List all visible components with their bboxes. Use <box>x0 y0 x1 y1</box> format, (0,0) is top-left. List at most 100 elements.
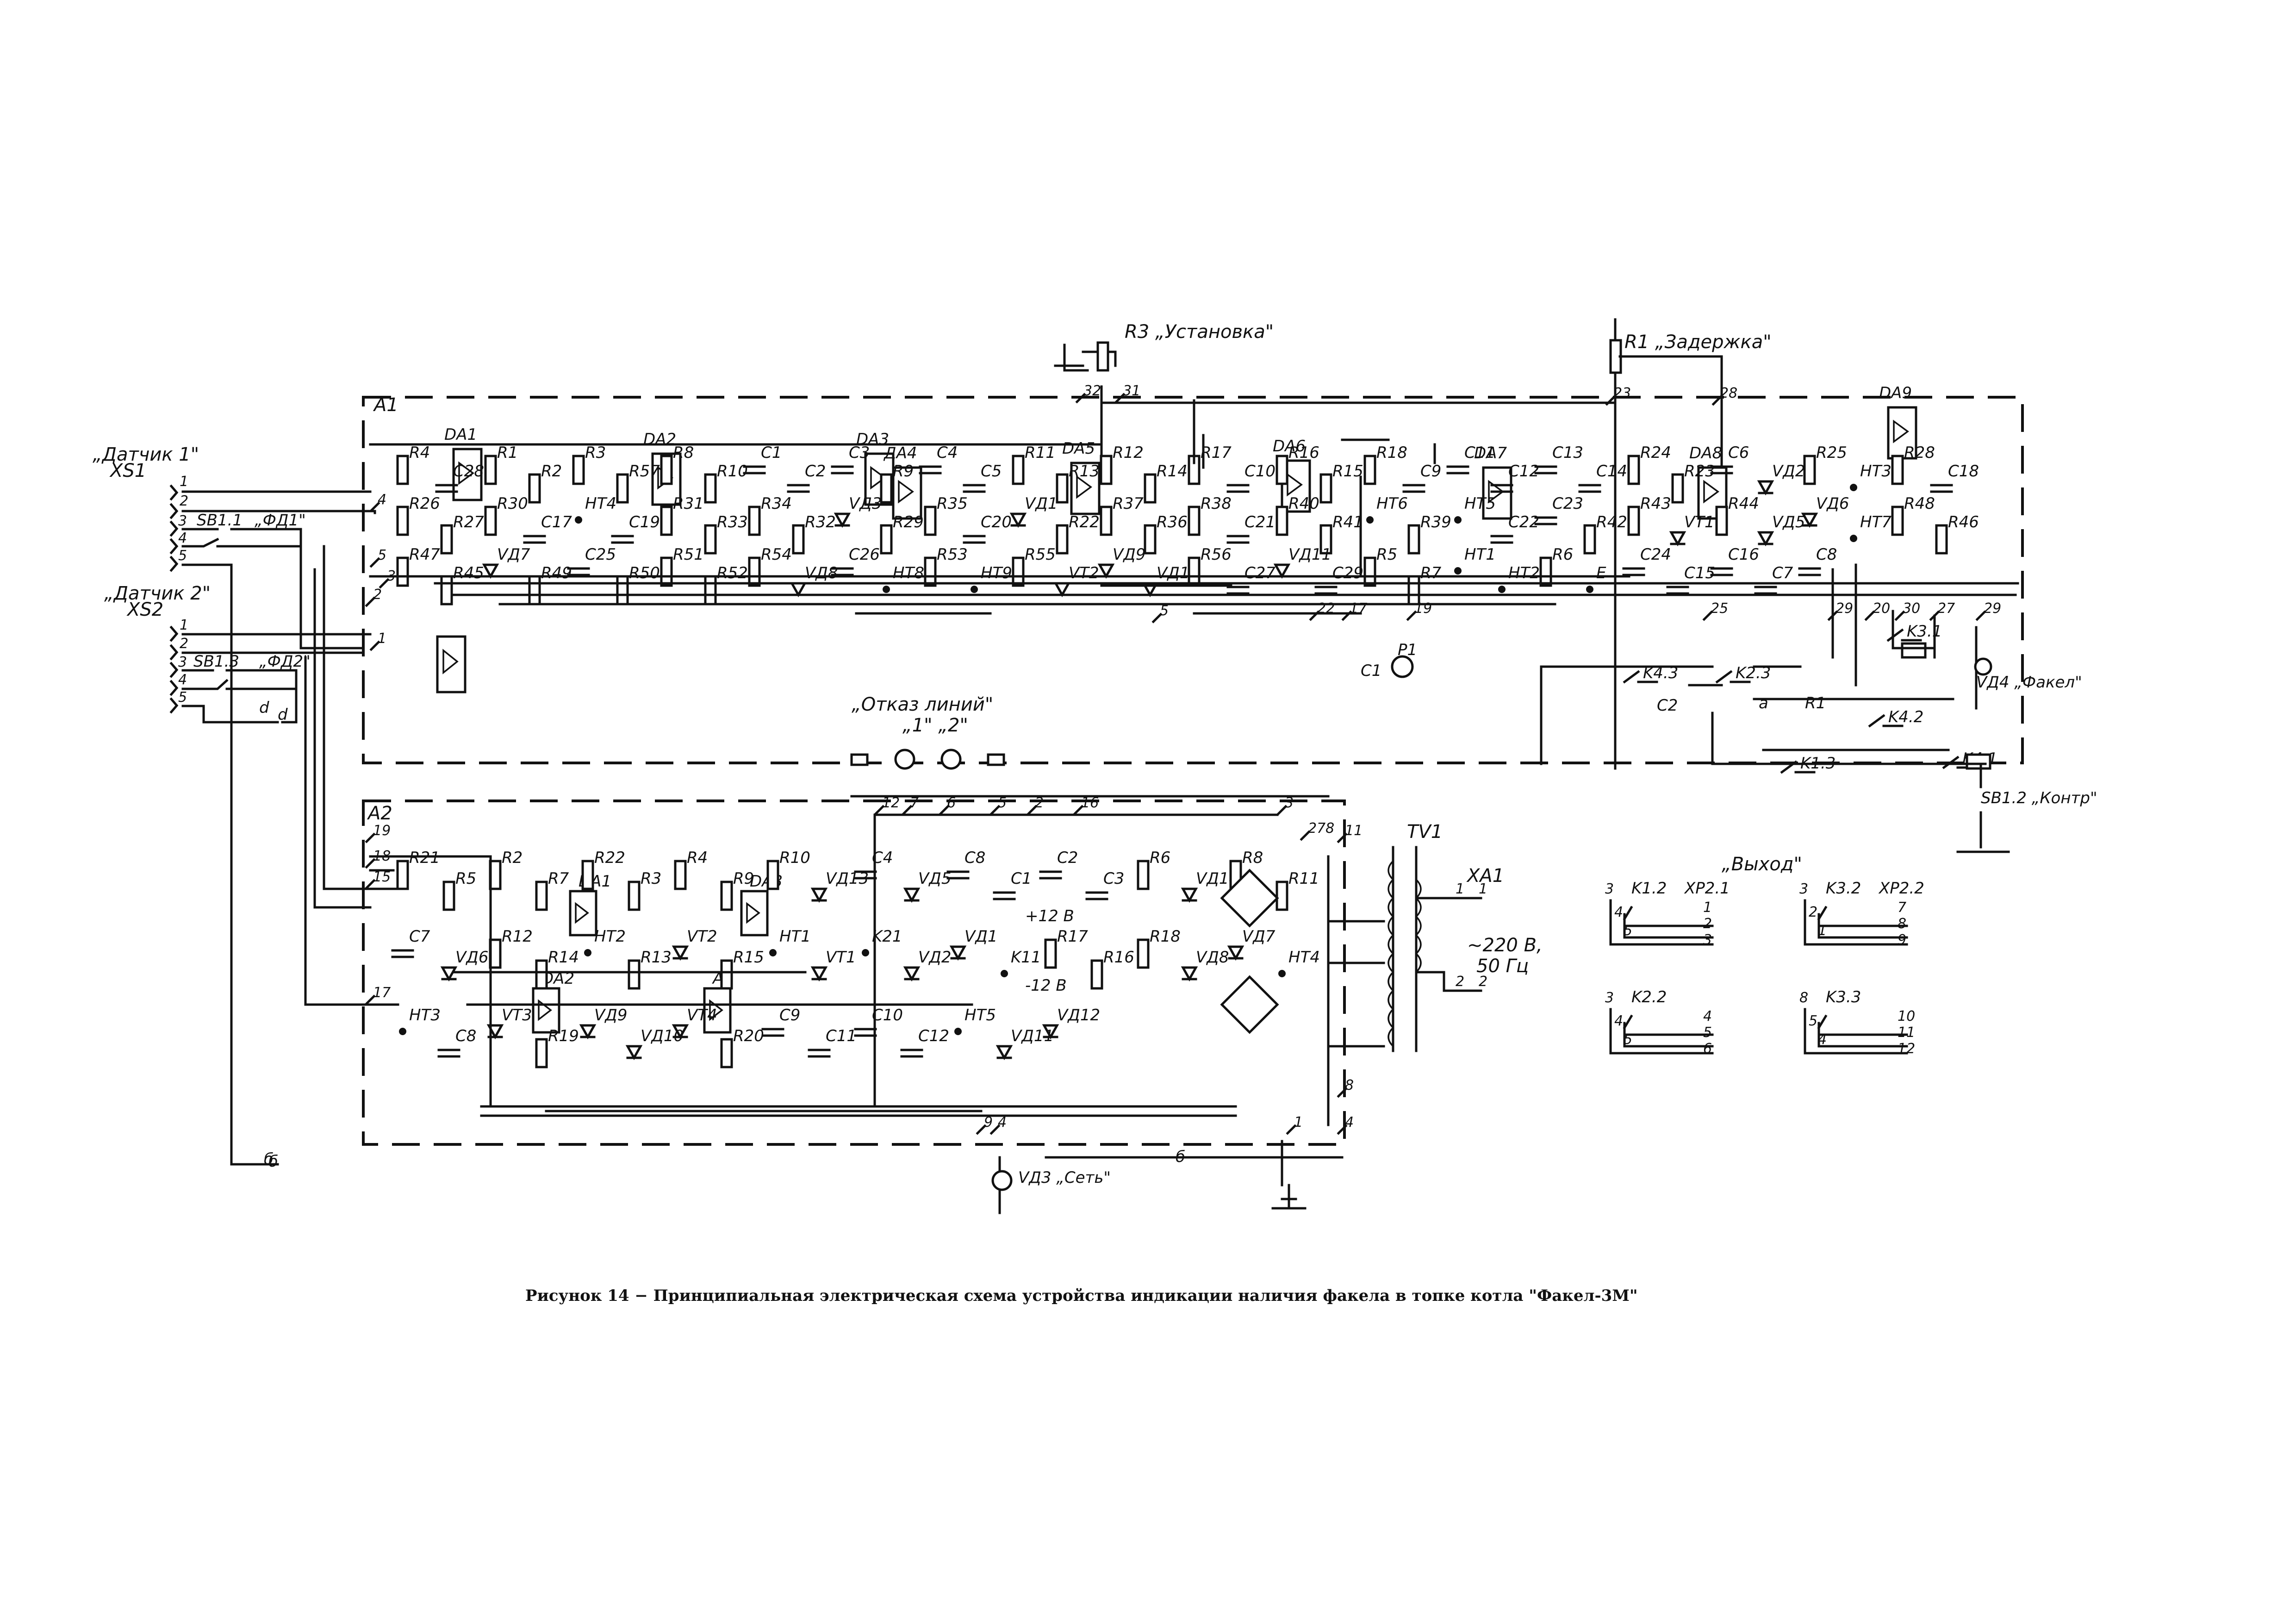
a1-part-13: C5 <box>963 462 1002 493</box>
a2-part-label: C7 <box>409 927 430 946</box>
a2-part-label: HT5 <box>964 1006 996 1024</box>
relay-label: K3.1 <box>1907 622 1942 641</box>
a1-part-label: R11 <box>1025 443 1056 462</box>
a1-terminal: 2 <box>365 587 382 607</box>
a1-part-35: C18 <box>1930 462 1979 493</box>
a1-part-label: R28 <box>1904 443 1935 462</box>
sb11-label: SB1.1 <box>197 511 243 530</box>
svg-text:2: 2 <box>180 493 188 509</box>
output-conn-label: XP2.1 <box>1684 879 1730 898</box>
a2-terminal: 16 <box>1073 795 1099 816</box>
a1-terminal-label: 4 <box>378 492 386 508</box>
a1-part-label: C5 <box>981 462 1002 481</box>
a1-part-label: R25 <box>1816 443 1847 462</box>
ground-icon <box>1271 1184 1307 1210</box>
a1-part-5: R57 <box>616 462 660 504</box>
a1-terminal: 20 <box>1864 600 1890 621</box>
a2-terminal: 19 <box>365 823 391 843</box>
a1-part-88: VД9 <box>1097 545 1145 579</box>
a1-terminal-label: 2 <box>373 587 382 603</box>
a2-terminal-label: 278 <box>1308 820 1334 837</box>
a2-part-48: C9 <box>761 1006 800 1037</box>
output-pin-l: 5 <box>1809 1013 1817 1029</box>
a2-part-40: HT3 <box>399 1006 441 1035</box>
output-pin-r: 9 <box>1898 932 1906 948</box>
a2-part-label: HT2 <box>594 927 626 946</box>
ic-a1-1: DA1 <box>444 425 483 501</box>
a2-part-30: K21 <box>862 927 902 956</box>
a2-part-15: C3 <box>1085 869 1124 900</box>
a1-terminal: 1 <box>369 631 386 651</box>
a1-part-label: R1 <box>497 443 518 462</box>
a2-part-label: R21 <box>409 849 440 867</box>
a1-terminal-label: 5 <box>1160 603 1169 619</box>
a2-part-31: VД2 <box>903 948 951 982</box>
a2-part-54: VД12 <box>1042 1006 1100 1040</box>
a2-part-23: R14 <box>535 948 579 990</box>
a2-part-label: R5 <box>455 869 476 888</box>
a2-terminal: 4 <box>989 1114 1007 1135</box>
a1-part-label: HT1 <box>1464 545 1496 564</box>
a2-part-label: VД9 <box>594 1006 627 1024</box>
vd4-label: VД4 „Факел" <box>1976 673 2082 692</box>
a1-part-76: C25 <box>567 545 616 576</box>
a2-part-32: VД1 <box>949 927 997 961</box>
a2-part-label: R6 <box>1150 849 1170 867</box>
a2-part-12: C8 <box>946 849 985 880</box>
ic-a1-label: ДА4 <box>883 444 917 462</box>
a1-part-label: R4 <box>409 443 430 462</box>
a2-terminal: 2 <box>1027 795 1044 816</box>
a1-part-80: R54 <box>748 545 792 587</box>
a2-terminal: 5 <box>989 795 1007 816</box>
a1-part-label: R23 <box>1684 462 1715 481</box>
relay-label: a <box>1759 694 1768 712</box>
a1-part-23: C9 <box>1402 462 1441 493</box>
a1-part-96: HT1 <box>1454 545 1496 575</box>
a2-terminal-label: 11 <box>1345 823 1363 839</box>
svg-text:1: 1 <box>180 474 188 490</box>
bridge-vd12-icon <box>1220 975 1279 1034</box>
otkaz-12-label: „1" „2" <box>902 715 968 736</box>
a2-terminal-label: 4 <box>998 1114 1007 1131</box>
a2-terminal-label: 19 <box>373 823 391 839</box>
a2-part-44: VД9 <box>579 1006 627 1040</box>
a2-terminal: 12 <box>874 795 900 816</box>
output-pin-r: 12 <box>1898 1041 1915 1057</box>
a1-part-14: R11 <box>1012 443 1056 485</box>
a1-part-34: R28 <box>1891 443 1935 485</box>
a2-part-label: VД6 <box>455 948 488 967</box>
a1-part-label: VД7 <box>497 545 530 564</box>
a1-part-label: C3 <box>849 443 870 462</box>
a1-part-52: R37 <box>1100 494 1144 536</box>
a2-part-6: R4 <box>674 849 708 890</box>
a1-part-label: R53 <box>937 545 968 564</box>
a1-terminal: 23 <box>1605 385 1631 406</box>
a1-part-label: R37 <box>1113 494 1144 513</box>
r1-adjust: R1 „Задержка" <box>1609 318 1772 770</box>
a1-part-label: C16 <box>1728 545 1759 564</box>
a2-part-35: R16 <box>1090 948 1134 990</box>
fd2-label: „ФД2" <box>259 652 311 671</box>
a2-part-label: VT2 <box>687 927 717 946</box>
a2-part-1: R5 <box>442 869 476 911</box>
ic-a1-7: DA7 <box>1474 444 1512 520</box>
output-pin-l: 3 <box>1605 990 1614 1006</box>
relay-item: K4.2 <box>1868 708 1923 728</box>
led-1-icon <box>894 749 915 770</box>
mains-f-label: 50 Гц <box>1476 956 1529 977</box>
a1-part-6: R8 <box>660 443 694 485</box>
a1-part-label: R38 <box>1201 494 1232 513</box>
a1-part-label: C28 <box>453 462 484 481</box>
a2-part-4: R22 <box>581 849 625 890</box>
a1-part-56: R40 <box>1276 494 1319 536</box>
a1-part-label: R6 <box>1552 545 1573 564</box>
a1-part-43: R33 <box>704 513 748 555</box>
a1-part-11: R9 <box>880 462 914 504</box>
a1-part-label: VД8 <box>805 564 838 582</box>
svg-text:3: 3 <box>178 513 187 529</box>
a2-terminal: 6 <box>939 795 956 816</box>
a2-part-label: VД5 <box>918 869 951 888</box>
svg-text:б: б <box>1176 1148 1185 1166</box>
svg-text:4: 4 <box>178 672 187 688</box>
